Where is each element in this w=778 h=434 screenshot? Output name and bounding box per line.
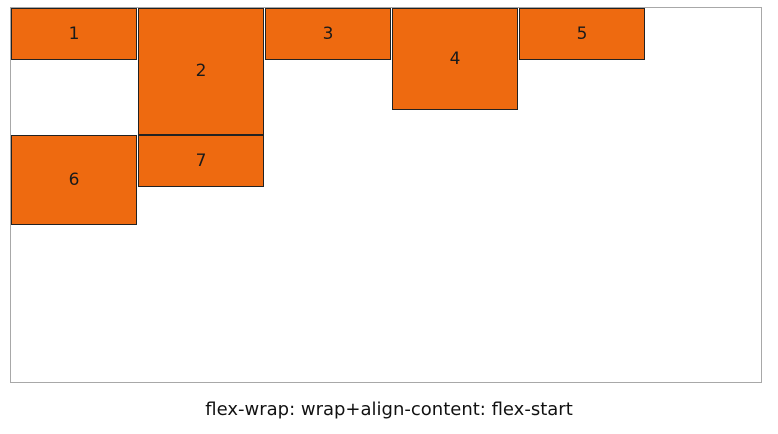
flex-item-label: 6 xyxy=(68,169,80,190)
flex-container: 1 2 3 4 5 6 7 xyxy=(10,7,762,383)
flex-item-label: 7 xyxy=(195,150,207,171)
flex-item-1: 1 xyxy=(11,8,137,60)
flex-item-2: 2 xyxy=(138,8,264,135)
flex-item-label: 2 xyxy=(195,61,207,81)
flex-item-label: 3 xyxy=(322,23,334,44)
flex-item-3: 3 xyxy=(265,8,391,60)
flex-item-label: 4 xyxy=(449,48,461,69)
flex-item-5: 5 xyxy=(519,8,645,60)
flex-item-6: 6 xyxy=(11,135,137,225)
caption: flex-wrap: wrap+align-content: flex-star… xyxy=(205,399,573,420)
flex-item-4: 4 xyxy=(392,8,518,110)
flex-item-7: 7 xyxy=(138,135,264,187)
flex-item-label: 5 xyxy=(576,23,588,44)
flex-item-label: 1 xyxy=(68,23,80,44)
